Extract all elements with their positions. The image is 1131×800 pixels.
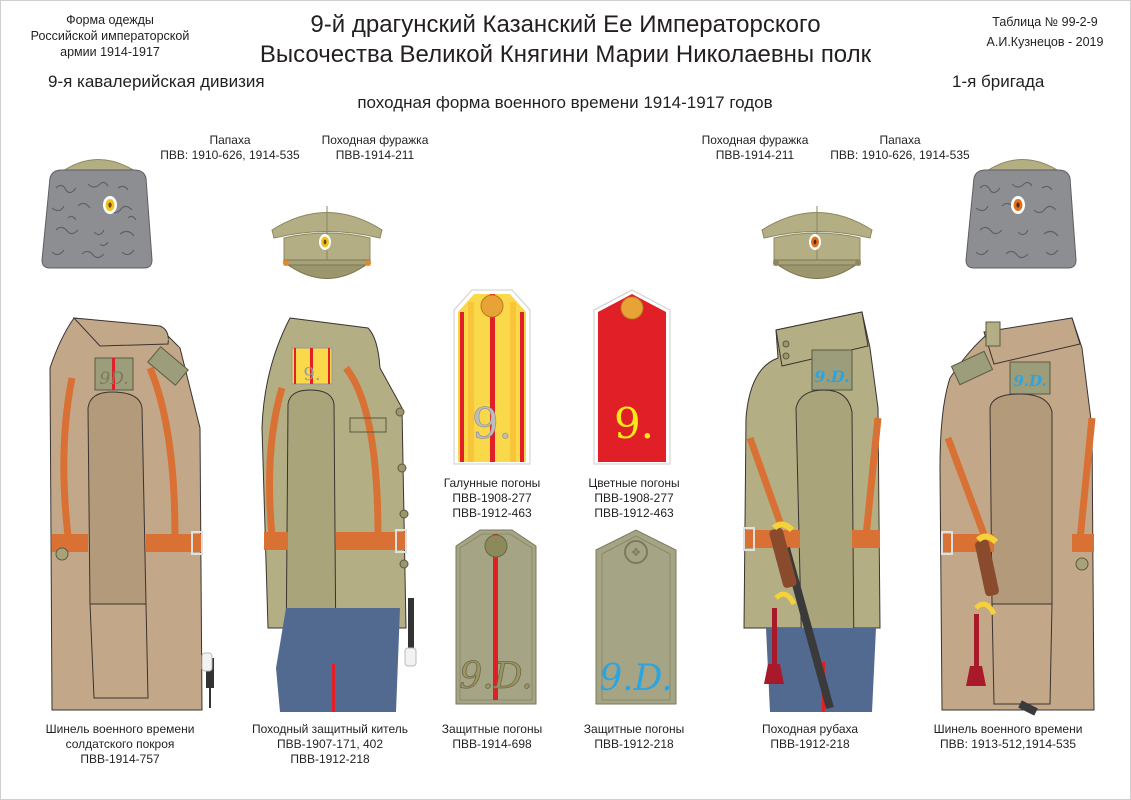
papakha-left-illustration: [41, 159, 153, 269]
caption-line: Шинель военного времени: [45, 722, 195, 736]
board-cipher: 9.D.: [599, 658, 672, 699]
board-name: Цветные погоны: [588, 476, 680, 490]
headgear-code: ПВВ-1914-211: [715, 148, 795, 162]
caption-line: ПВВ: 1913-512,1914-535: [939, 737, 1077, 751]
headgear-code: ПВВ: 1910-626, 1914-535: [830, 148, 970, 162]
page-subtitle: походная форма военного времени 1914-191…: [357, 93, 773, 112]
page-title: 9-й драгунский Казанский Ее Императорско…: [200, 10, 931, 70]
board-code: ПВВ-1912-463: [452, 506, 532, 520]
board-cipher: 9.D.: [1013, 372, 1046, 390]
caption-galloon: Галунные погоны ПВВ-1908-277 ПВВ-1912-46…: [430, 476, 554, 521]
division-label: 9-я кавалерийская дивизия: [48, 72, 265, 91]
board-name: Защитные погоны: [441, 722, 543, 736]
shoulder-board-colored: 9.: [593, 289, 671, 465]
caption-line: Походный защитный китель: [251, 722, 409, 736]
shoulder-board-protective-1912: ✥ 9.D.: [595, 529, 677, 705]
title-line-1: 9-й драгунский Казанский Ее Императорско…: [310, 11, 821, 38]
greatcoat-right-illustration: 9.D.: [939, 317, 1096, 716]
field-shirt-illustration: 9.D.: [743, 311, 882, 712]
board-cipher: 9.D.: [459, 656, 532, 697]
board-code: ПВВ-1914-698: [452, 737, 532, 751]
board-cipher: 9.D.: [814, 367, 850, 386]
caption-greatcoat-left: Шинель военного времени солдатского покр…: [30, 722, 210, 767]
caption-line: ПВВ-1914-757: [80, 752, 160, 766]
board-name: Галунные погоны: [443, 476, 541, 490]
tunic-illustration: 9.: [261, 317, 417, 712]
caption-line: Шинель военного времени: [933, 722, 1083, 736]
caption-colored: Цветные погоны ПВВ-1908-277 ПВВ-1912-463: [572, 476, 696, 521]
caption-protective-1914: Защитные погоны ПВВ-1914-698: [430, 722, 554, 752]
board-code: ПВВ-1908-277: [594, 491, 674, 505]
headgear-name: Папаха: [209, 133, 251, 147]
title-line-2: Высочества Великой Княгини Марии Николае…: [259, 41, 872, 68]
headgear-name: Походная фуражка: [701, 133, 809, 147]
caption-line: солдатского покроя: [65, 737, 175, 751]
caption-line: ПВВ-1907-171, 402: [276, 737, 384, 751]
headgear-label-papakha-right: Папаха ПВВ: 1910-626, 1914-535: [820, 133, 980, 163]
field-cap-left-illustration: [271, 206, 383, 279]
headgear-code: ПВВ: 1910-626, 1914-535: [160, 148, 300, 162]
button-cross-icon: ✥: [631, 547, 640, 559]
caption-tunic: Походный защитный китель ПВВ-1907-171, 4…: [240, 722, 420, 767]
brigade-label: 1-я бригада: [952, 72, 1045, 91]
headgear-label-cap-left: Походная фуражка ПВВ-1914-211: [300, 133, 450, 163]
caption-protective-1912: Защитные погоны ПВВ-1912-218: [572, 722, 696, 752]
shoulder-board-galloon: 9.: [453, 289, 531, 465]
caption-line: ПВВ-1912-218: [290, 752, 370, 766]
caption-line: Походная рубаха: [761, 722, 859, 736]
board-cipher: 9.: [614, 399, 654, 448]
board-name: Защитные погоны: [583, 722, 685, 736]
board-code: ПВВ-1908-277: [452, 491, 532, 505]
board-cipher: 9.: [303, 364, 320, 385]
caption-shirt: Походная рубаха ПВВ-1912-218: [735, 722, 885, 752]
board-code: ПВВ-1912-463: [594, 506, 674, 520]
header-left-line: Российской императорской: [30, 29, 190, 43]
caption-greatcoat-right: Шинель военного времени ПВВ: 1913-512,19…: [918, 722, 1098, 752]
author: А.И.Кузнецов - 2019: [986, 35, 1104, 49]
board-cipher: 9D.: [99, 369, 128, 389]
field-cap-right-illustration: [761, 206, 873, 279]
table-number: Таблица № 99-2-9: [992, 15, 1098, 29]
header-left-line: Форма одежды: [66, 13, 154, 27]
headgear-name: Походная фуражка: [321, 133, 429, 147]
headgear-label-cap-right: Походная фуражка ПВВ-1914-211: [680, 133, 830, 163]
caption-line: ПВВ-1912-218: [770, 737, 850, 751]
header-left-note: Форма одежды Российской императорской ар…: [10, 12, 210, 60]
header-left-line: армии 1914-1917: [60, 45, 160, 59]
board-cipher: 9.: [472, 399, 512, 448]
board-code: ПВВ-1912-218: [594, 737, 674, 751]
header-right-note: Таблица № 99-2-9 А.И.Кузнецов - 2019: [960, 12, 1130, 52]
greatcoat-left-illustration: 9D.: [49, 317, 214, 711]
headgear-code: ПВВ-1914-211: [335, 148, 415, 162]
shoulder-board-protective-1914: 9.D.: [455, 529, 537, 705]
papakha-right-illustration: [965, 159, 1077, 269]
headgear-name: Папаха: [879, 133, 921, 147]
headgear-label-papakha-left: Папаха ПВВ: 1910-626, 1914-535: [150, 133, 310, 163]
